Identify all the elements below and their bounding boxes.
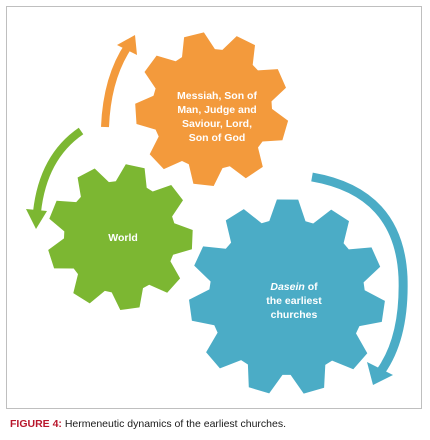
gear-world-line: World [108, 232, 138, 244]
caption-label: FIGURE 4: [10, 418, 62, 430]
figure-frame: Messiah, Son of Man, Judge and Saviour, … [6, 6, 422, 409]
orange-arrow [101, 35, 137, 128]
gear-dasein-line: churches [270, 309, 318, 321]
blue-arrow-head [367, 362, 393, 385]
dasein-of: of [304, 281, 318, 293]
gear-messiah-line: Messiah, Son of [177, 90, 257, 102]
caption-text: Hermeneutic dynamics of the earliest chu… [61, 418, 287, 430]
gear-dasein [189, 199, 385, 394]
gear-dasein-line: the earliest [266, 295, 322, 307]
gear-dasein-line-first: Dasein of [239, 280, 349, 294]
green-arrow-head [26, 209, 47, 229]
gear-messiah-label: Messiah, Son of Man, Judge and Saviour, … [169, 89, 265, 145]
dasein-italic: Dasein [270, 281, 305, 293]
gear-messiah-line: Man, Judge and [177, 104, 257, 116]
gear-diagram [26, 32, 408, 394]
gear-messiah [135, 32, 289, 187]
figure-caption: FIGURE 4: Hermeneutic dynamics of the ea… [10, 418, 420, 430]
green-arrow-arc [33, 127, 84, 213]
gear-messiah-line: Son of God [188, 132, 246, 144]
orange-arrow-arc [101, 42, 133, 128]
gear-messiah-line: Saviour, Lord, [181, 118, 252, 130]
orange-arrow-head [117, 35, 137, 55]
blue-arrow-arc [311, 172, 408, 374]
gear-dasein-label: Dasein of the earliest churches [239, 280, 349, 322]
gear-world [48, 164, 193, 310]
blue-arrow [311, 172, 408, 385]
gear-world-label: World [83, 231, 163, 245]
green-arrow [26, 127, 84, 229]
